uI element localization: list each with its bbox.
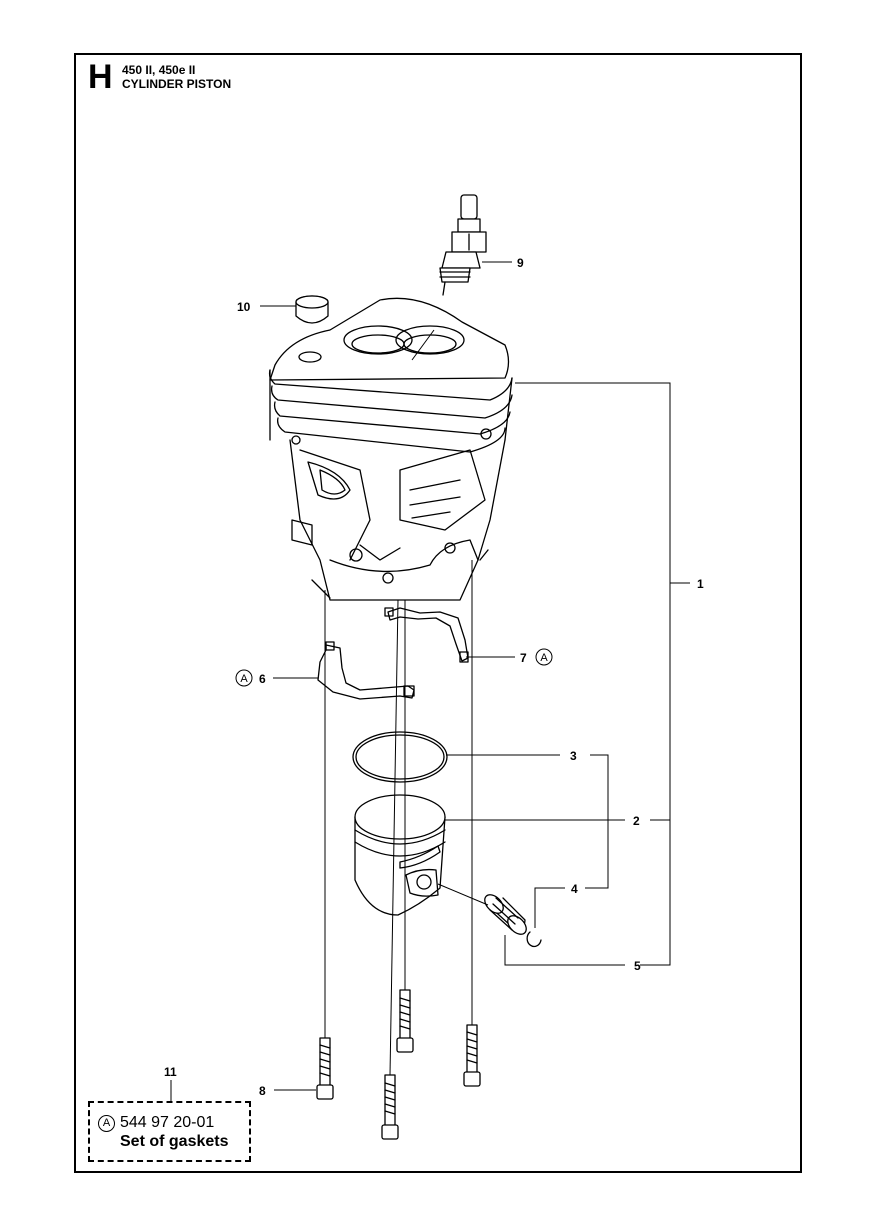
section-letter: H (88, 58, 113, 96)
page-title: CYLINDER PISTON (122, 77, 232, 91)
callout-11: 11 (164, 1065, 177, 1079)
screw-left[interactable] (316, 1037, 334, 1100)
callout-4: 4 (571, 882, 578, 896)
spark-plug[interactable] (439, 194, 487, 296)
callout-6: 6 (259, 672, 266, 686)
marker-a-item-7: A (535, 648, 553, 666)
assembly-axis-lines (324, 329, 473, 1076)
marker-a-item-6: A (235, 669, 253, 687)
callout-1: 1 (697, 577, 704, 591)
callout-7: 7 (520, 651, 527, 665)
drawing-frame (74, 53, 802, 1173)
svg-text:A: A (540, 652, 548, 664)
piston[interactable] (354, 794, 446, 916)
callout-9: 9 (517, 256, 524, 270)
gasket-6[interactable] (317, 641, 415, 700)
callout-10: 10 (237, 300, 251, 314)
gasket-kit-box: A 544 97 20-01 Set of gaskets (88, 1101, 251, 1162)
callout-2: 2 (633, 814, 640, 828)
model-names: 450 II, 450e II (122, 63, 196, 77)
kit-description: Set of gaskets (120, 1133, 229, 1150)
cylinder[interactable] (268, 297, 513, 601)
decompression-cap[interactable] (295, 295, 329, 324)
svg-text:A: A (240, 673, 248, 685)
piston-ring[interactable] (352, 731, 448, 783)
needle-bearing[interactable] (481, 891, 529, 937)
screw-center-upper[interactable] (396, 989, 414, 1053)
circlip[interactable] (526, 931, 542, 948)
screw-center-lower[interactable] (381, 1074, 399, 1140)
leader-lines (170, 261, 690, 1101)
kit-part-number: 544 97 20-01 (120, 1114, 215, 1131)
callout-3: 3 (570, 749, 577, 763)
kit-badge: A (98, 1115, 115, 1132)
screw-right[interactable] (463, 1024, 481, 1087)
callout-8: 8 (259, 1084, 266, 1098)
callout-5: 5 (634, 959, 641, 973)
